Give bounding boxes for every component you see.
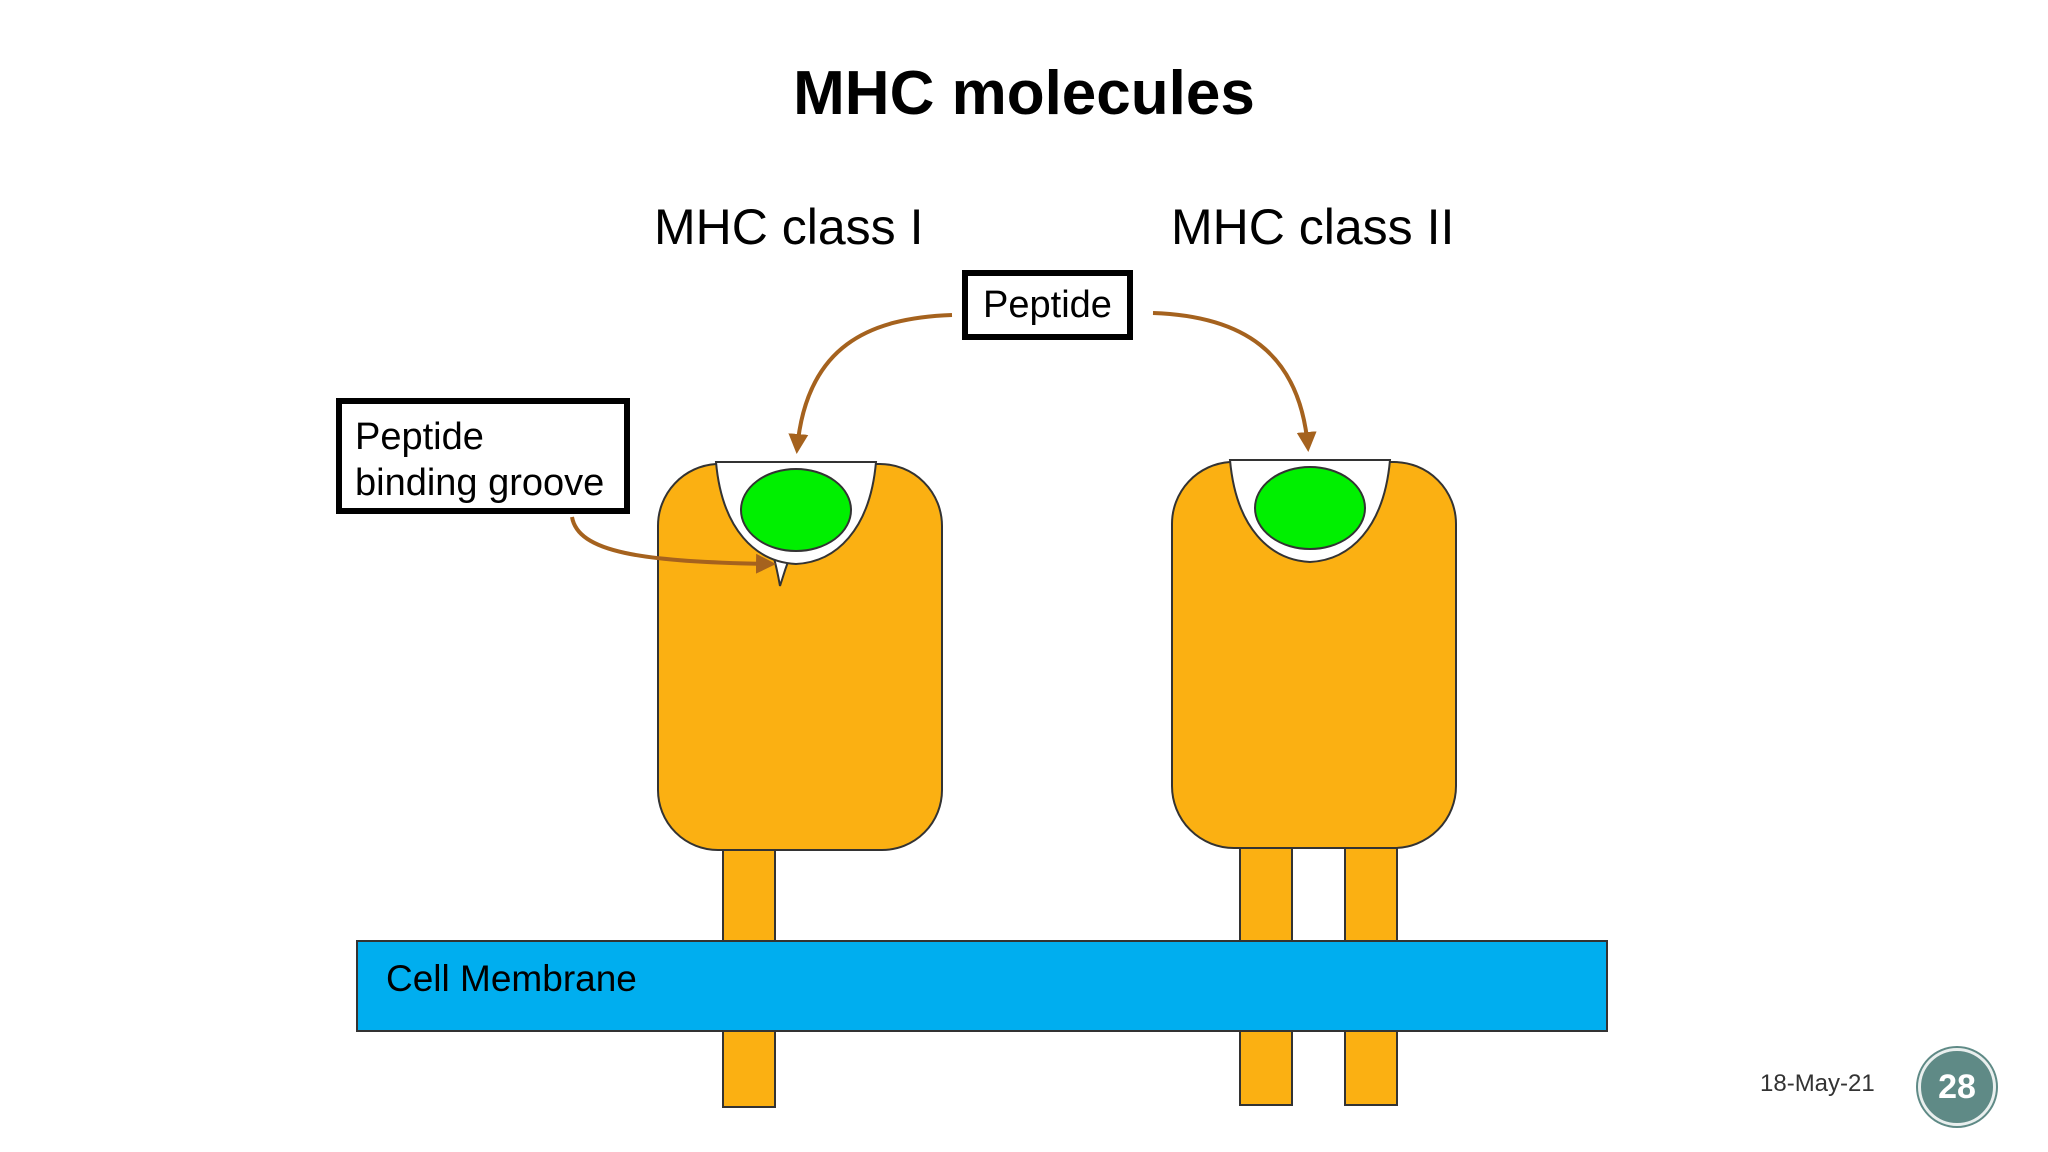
groove-label-line2: binding groove bbox=[355, 462, 605, 504]
mhc-class-i-body bbox=[656, 463, 943, 851]
groove-label-box: Peptide binding groove bbox=[336, 398, 630, 514]
cell-membrane-label: Cell Membrane bbox=[386, 958, 637, 999]
mhc-class-ii-label: MHC class II bbox=[1171, 199, 1455, 255]
arrow-groove-label bbox=[570, 516, 776, 574]
peptide-label: Peptide bbox=[983, 284, 1112, 326]
mhc-class-ii-peptide bbox=[1254, 466, 1366, 550]
mhc-class-i-peptide bbox=[740, 468, 852, 552]
slide-date: 18-May-21 bbox=[1760, 1070, 1875, 1097]
peptide-label-box: Peptide bbox=[962, 270, 1133, 340]
groove-label-line1: Peptide bbox=[355, 416, 484, 458]
cell-membrane bbox=[356, 940, 1608, 1032]
page-number-badge: 28 bbox=[1918, 1048, 1996, 1126]
page-number: 28 bbox=[1938, 1067, 1976, 1106]
arrow-peptide-to-class-i bbox=[788, 313, 953, 454]
slide-title: MHC molecules bbox=[793, 59, 1255, 128]
arrow-peptide-to-class-ii bbox=[1152, 311, 1317, 452]
mhc-class-ii-body bbox=[1170, 461, 1457, 849]
mhc-class-i-label: MHC class I bbox=[654, 199, 924, 255]
